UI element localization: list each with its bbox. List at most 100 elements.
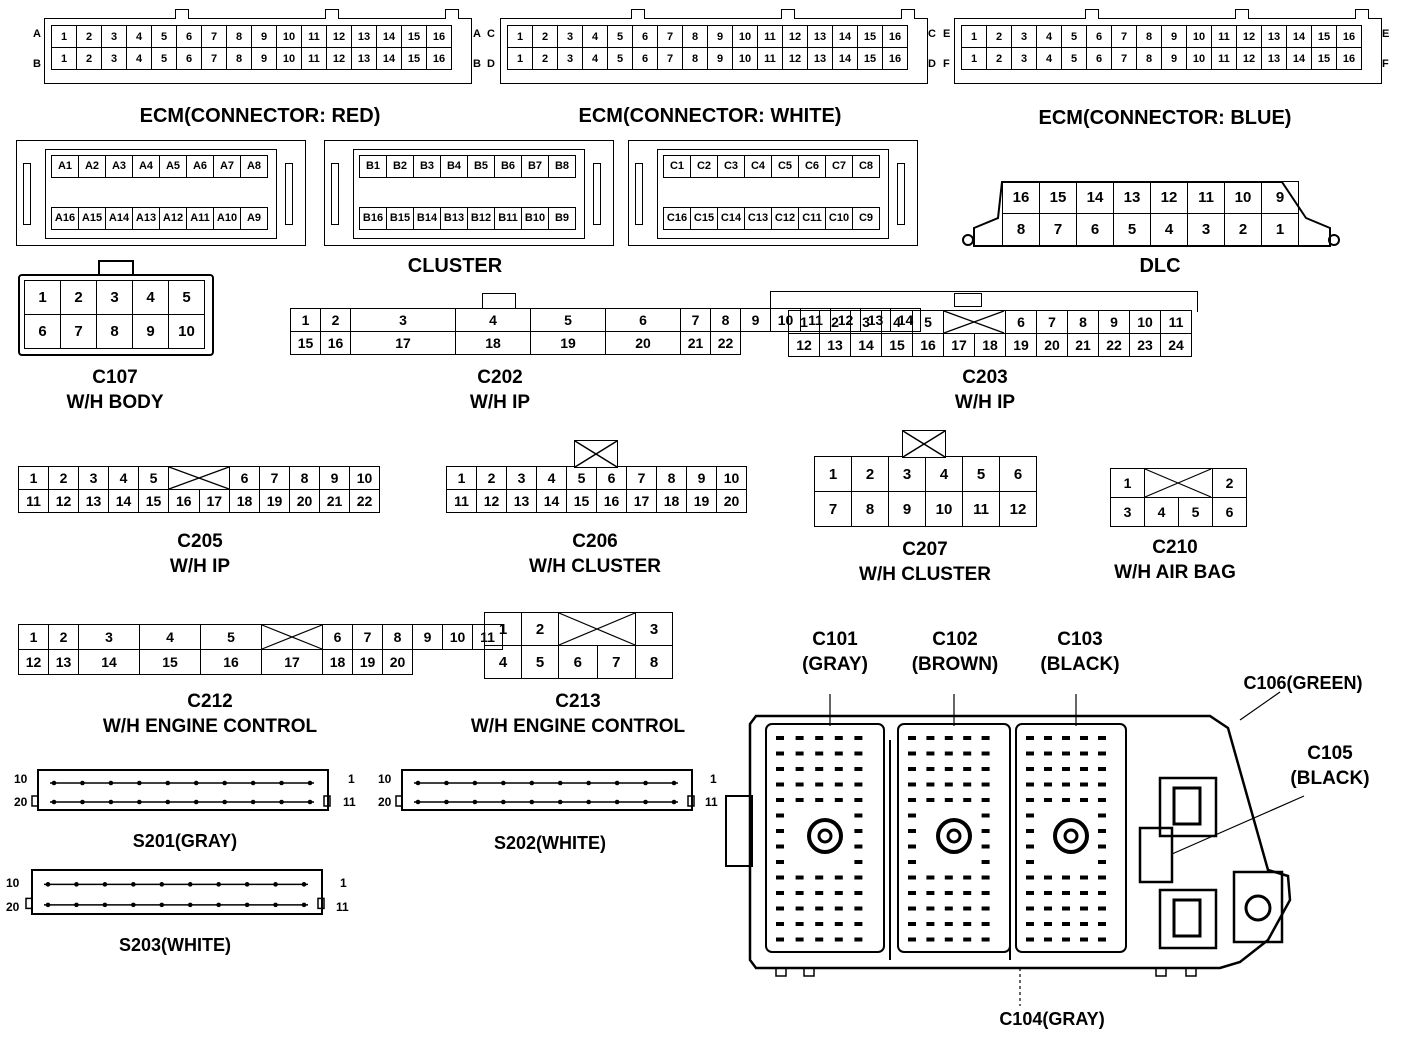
- terminal-slot: [981, 813, 990, 818]
- terminal-slot: [1098, 813, 1106, 818]
- terminal-slot: [776, 860, 784, 864]
- pin-cell: 5: [1178, 497, 1213, 527]
- splice-pin: [165, 799, 171, 805]
- terminal-slot: [854, 798, 863, 802]
- terminal-slot: [1026, 875, 1034, 880]
- pin-cell: 7: [1039, 213, 1077, 246]
- terminal-slot: [1026, 844, 1034, 849]
- terminal-slot: [854, 767, 863, 771]
- s201-pin-label: 1: [348, 772, 355, 786]
- pin-cell: 6: [999, 456, 1037, 492]
- pin-cell: 5: [168, 280, 205, 315]
- terminal-slot: [776, 891, 784, 895]
- pin-cell: 11: [446, 489, 477, 513]
- terminal-slot: [854, 813, 863, 818]
- c106-connector: [1232, 870, 1284, 944]
- pin-cell: 19: [352, 649, 383, 675]
- s201-pin-label: 20: [14, 795, 28, 809]
- terminal-slot: [981, 860, 990, 864]
- pin-cell: 20: [382, 649, 413, 675]
- ecm-pin: 7: [1111, 47, 1137, 70]
- c106-socket-icon: [1244, 894, 1272, 922]
- terminal-slot: [1044, 891, 1052, 895]
- pin-cell: 16: [912, 333, 944, 357]
- pin-cell: 3: [78, 624, 140, 650]
- cluster-inner-frame: [45, 149, 277, 239]
- terminal-slot: [815, 906, 824, 911]
- terminal-slot: [963, 937, 972, 942]
- pin-cell: 13: [78, 489, 109, 513]
- pin-cell: 23: [1129, 333, 1161, 357]
- pin-cell: 9: [132, 314, 169, 349]
- terminal-slot: [1062, 922, 1070, 926]
- blank-pin-cavity: [261, 624, 323, 650]
- relay-socket: [1158, 888, 1218, 950]
- ecm-key-tab: [631, 9, 645, 19]
- pin-cell: 17: [261, 649, 323, 675]
- pin-cell: 3: [635, 612, 673, 646]
- ecm-pin: 4: [1036, 25, 1062, 48]
- c101-label: C101(GRAY): [790, 628, 880, 677]
- s201-label: S201(GRAY): [132, 831, 238, 851]
- splice-pin: [273, 882, 278, 887]
- terminal-slot: [944, 782, 953, 787]
- terminal-slot: [795, 875, 804, 880]
- terminal-slot: [944, 875, 953, 880]
- pin-cell: 19: [1005, 333, 1037, 357]
- ecm-key-tab: [1235, 9, 1249, 19]
- mounting-bolt-icon: [807, 818, 843, 854]
- splice-pin: [444, 799, 449, 805]
- c210-desc: W/H AIR BAG: [1114, 561, 1236, 583]
- pin-cell: 12: [48, 489, 79, 513]
- cavity-x-mark: [1144, 468, 1212, 498]
- terminal-slot: [1098, 767, 1106, 771]
- pin-cell: 10: [716, 466, 747, 490]
- terminal-slot: [1098, 782, 1106, 787]
- terminal-slot: [854, 875, 863, 880]
- pin-cell: 13: [819, 333, 851, 357]
- ecm-pin: 15: [401, 25, 427, 48]
- pin-cell: 20: [716, 489, 747, 513]
- terminal-slot: [1098, 891, 1106, 895]
- cluster-pin: A9: [240, 207, 268, 230]
- splice-pin: [472, 799, 478, 805]
- pin-cell: 6: [229, 466, 260, 490]
- leader-line: [1239, 691, 1281, 721]
- ecm-pin: 2: [76, 25, 102, 48]
- terminal-slot: [1062, 736, 1070, 740]
- blank-pin-cavity: [168, 466, 230, 490]
- splice-pin: [643, 799, 648, 805]
- pin-cell: 18: [974, 333, 1006, 357]
- pin-cell: 4: [881, 310, 913, 334]
- pin-cell: 3: [506, 466, 537, 490]
- ecm-pin: 1: [51, 25, 77, 48]
- terminal-slot: [815, 937, 824, 942]
- s203-pin-label: 10: [6, 876, 20, 890]
- pin-cell: 22: [710, 331, 741, 355]
- ecm-pin: 8: [226, 25, 252, 48]
- ecm-pin: 12: [782, 25, 808, 48]
- pin-cell: 2: [476, 466, 507, 490]
- s201-splice-pack: [31, 769, 331, 811]
- pin-cell: 7: [60, 314, 97, 349]
- c105-color: (BLACK): [1290, 767, 1370, 789]
- terminal-slot: [776, 813, 784, 818]
- terminal-slot: [1080, 891, 1088, 895]
- s203-pin-label: 1: [340, 876, 347, 890]
- c104-label: C104(GRAY): [999, 1009, 1105, 1029]
- splice-pin: [102, 882, 108, 887]
- splice-pin: [557, 799, 563, 805]
- pin-cell: 16: [596, 489, 627, 513]
- splice-pin: [307, 799, 313, 805]
- splice-pin: [51, 780, 57, 786]
- ecm-pin: 9: [707, 25, 733, 48]
- terminal-slot: [1026, 767, 1034, 771]
- c203-shell: [770, 291, 1198, 312]
- terminal-slot: [1044, 906, 1052, 911]
- terminal-slot: [1080, 751, 1088, 756]
- terminal-slot: [908, 813, 916, 818]
- pin-cell: 8: [382, 624, 413, 650]
